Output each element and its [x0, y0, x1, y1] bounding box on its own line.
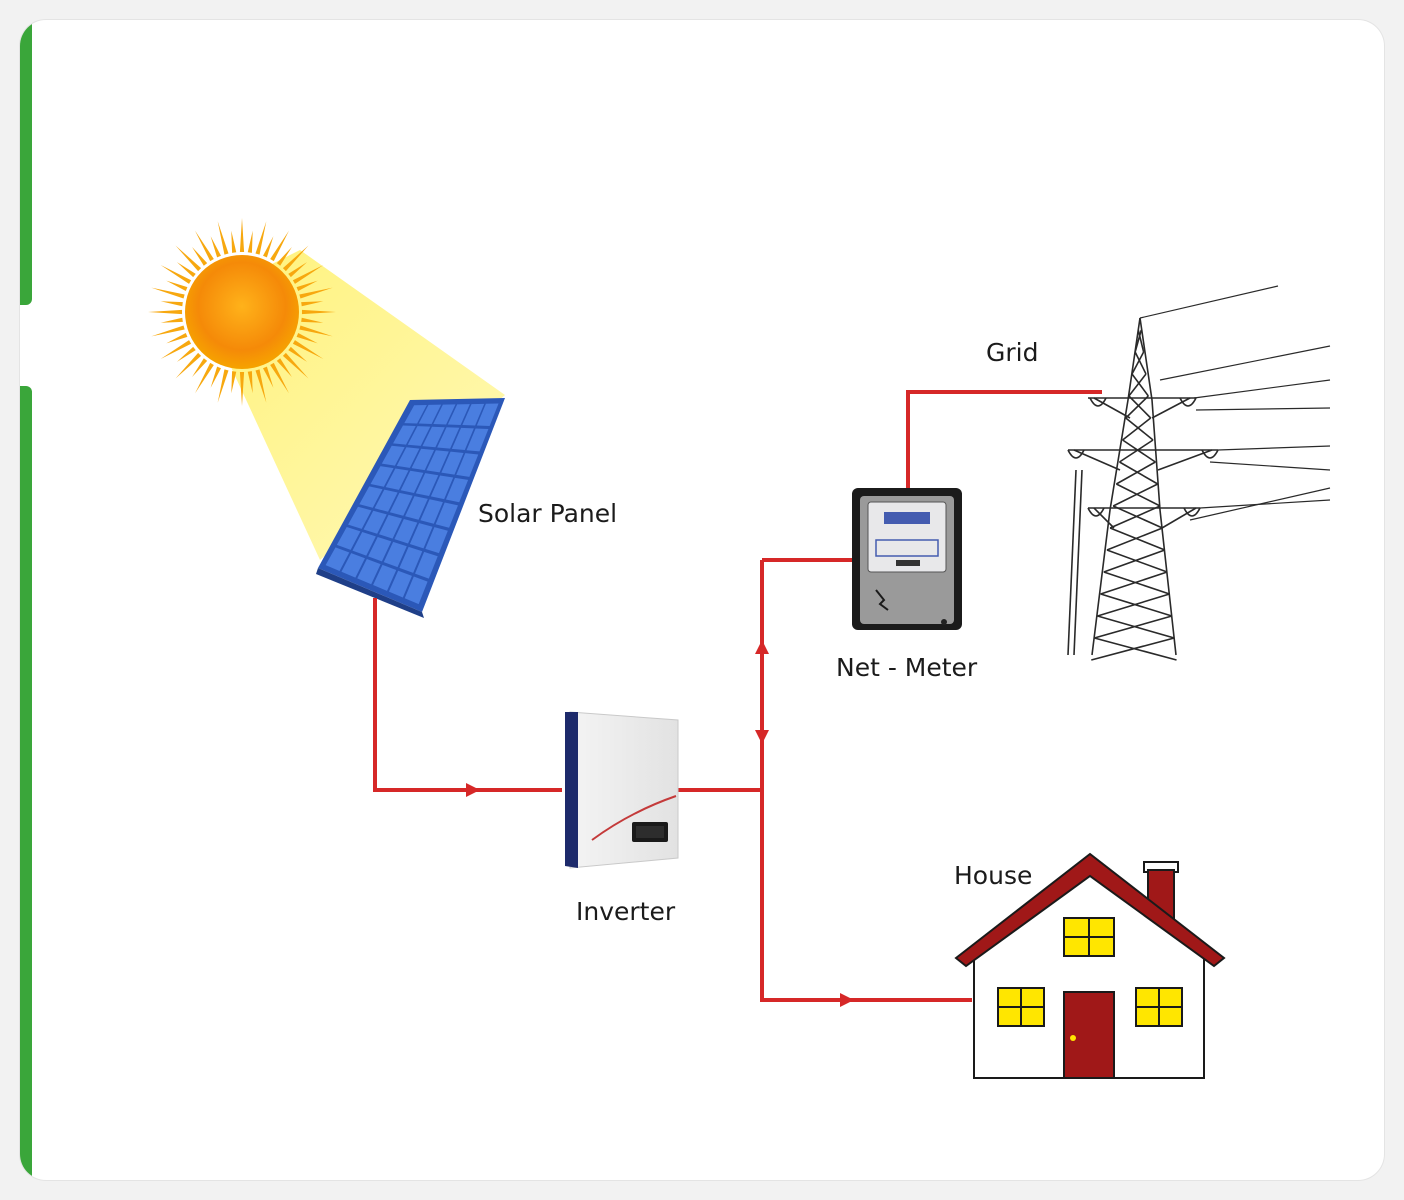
diagram-card: Solar Panel Inverter Net - Meter Grid Ho… — [20, 20, 1384, 1180]
sun-icon — [148, 218, 336, 406]
wiring — [373, 390, 1102, 1002]
inverter-label: Inverter — [576, 897, 676, 926]
solar-panel-icon — [316, 398, 505, 618]
net-meter-label: Net - Meter — [836, 653, 978, 682]
accent-bar-top — [20, 20, 32, 305]
house-icon — [954, 852, 1226, 1079]
solar-panel-label: Solar Panel — [478, 499, 617, 528]
grid-label: Grid — [986, 338, 1038, 367]
house-label: House — [954, 861, 1032, 890]
solar-system-diagram: Solar Panel Inverter Net - Meter Grid Ho… — [148, 218, 1331, 1079]
wire-arrows — [466, 640, 854, 1007]
transmission-tower-icon — [1067, 285, 1331, 661]
inverter-icon — [565, 711, 679, 869]
accent-bar-bottom — [20, 386, 32, 1180]
net-meter-icon — [852, 488, 962, 630]
